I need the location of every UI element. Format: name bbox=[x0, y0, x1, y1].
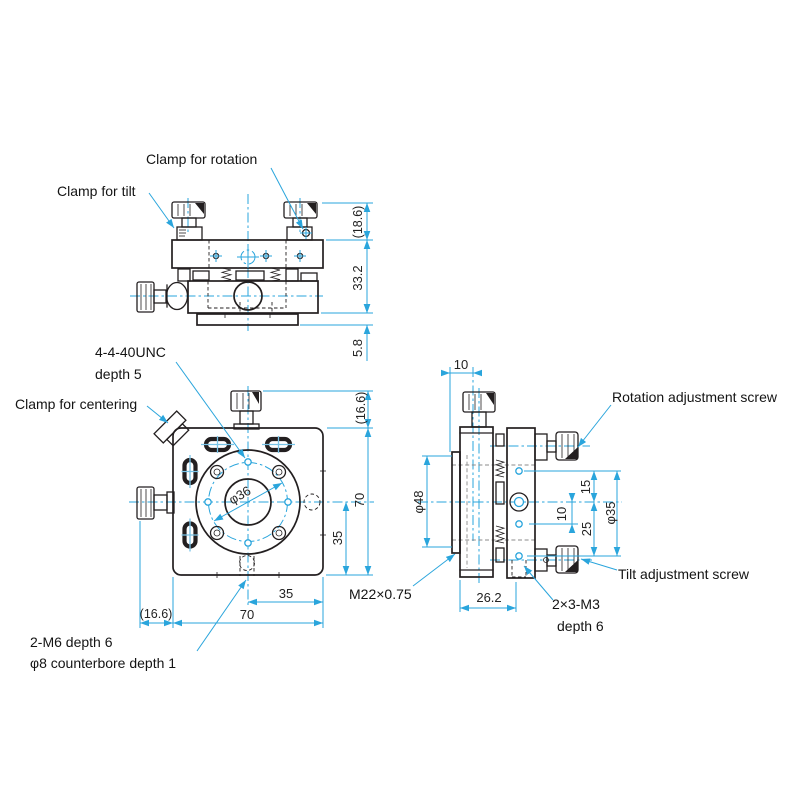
top-view-dimensions: (18.6) 33.2 5.8 bbox=[300, 202, 373, 361]
front-view: φ36 (16.6) 70 35 35 70 (16.6) 4-4-40 bbox=[15, 344, 456, 671]
front-left-knob bbox=[136, 486, 175, 520]
dim-flange-dia: φ48 bbox=[411, 491, 426, 514]
dim-top-offset: (16.6) bbox=[354, 392, 368, 425]
spring-linkage bbox=[494, 433, 506, 563]
dim-half-width: 35 bbox=[279, 586, 293, 601]
front-top-knob bbox=[230, 390, 262, 430]
hidden-holes bbox=[239, 493, 321, 576]
dim-bolt-circle: φ35 bbox=[603, 502, 618, 525]
tilt-adjustment-screw bbox=[534, 545, 579, 574]
leader-clamp-centering bbox=[146, 405, 169, 424]
leader-m3 bbox=[523, 565, 554, 601]
front-view-centerlines bbox=[129, 386, 374, 607]
dim-left-offset: (16.6) bbox=[140, 607, 173, 621]
rotation-stage-body bbox=[171, 239, 324, 269]
dim-hole-top: 15 bbox=[578, 480, 593, 494]
dim-width: 70 bbox=[240, 607, 254, 622]
dim-height: 70 bbox=[352, 493, 367, 507]
label-tilt-screw: Tilt adjustment screw bbox=[618, 566, 750, 582]
dim-base-height: 5.8 bbox=[350, 339, 365, 357]
side-top-dimension: 10 bbox=[441, 357, 482, 377]
dim-depth: 26.2 bbox=[476, 590, 501, 605]
front-plate bbox=[172, 427, 326, 578]
depth-dimension: 26.2 bbox=[459, 580, 517, 612]
clamp-slots bbox=[181, 436, 295, 552]
front-view-right-dimensions: (16.6) 70 35 bbox=[263, 390, 373, 576]
base-plate bbox=[196, 313, 299, 326]
label-rotation-screw: Rotation adjustment screw bbox=[612, 389, 778, 405]
label-clamp-rotation: Clamp for rotation bbox=[146, 151, 257, 167]
top-elevation-view: (18.6) 33.2 5.8 Clamp for rotation Clamp… bbox=[57, 151, 373, 361]
leader-m6 bbox=[196, 579, 247, 652]
unc-tapped-holes bbox=[204, 458, 292, 547]
stage-screw-markers bbox=[210, 246, 306, 268]
dim-half-height: 35 bbox=[330, 531, 345, 545]
label-thread: M22×0.75 bbox=[349, 586, 412, 602]
leader-rotation-screw bbox=[577, 404, 612, 448]
dim-hole-bottom: 25 bbox=[579, 522, 594, 536]
centering-knob-side bbox=[136, 281, 189, 313]
dim-hole-mid: 10 bbox=[554, 507, 569, 521]
label-clamp-centering: Clamp for centering bbox=[15, 396, 137, 412]
leader-tilt-screw bbox=[580, 558, 618, 571]
label-m6-line1: 2-M6 depth 6 bbox=[30, 634, 113, 650]
mounting-screws bbox=[209, 464, 287, 541]
dim-body-height: 33.2 bbox=[350, 265, 365, 290]
label-m3-line2: depth 6 bbox=[557, 618, 604, 634]
leader-unc bbox=[175, 361, 246, 459]
label-m6-line2: φ8 counterbore depth 1 bbox=[30, 655, 176, 671]
label-unc-line2: depth 5 bbox=[95, 366, 142, 382]
dim-flange-offset: 10 bbox=[454, 357, 468, 372]
leader-clamp-tilt bbox=[148, 192, 175, 229]
tilt-body bbox=[187, 280, 319, 314]
dim-knob-height: (18.6) bbox=[351, 206, 365, 239]
top-view-centerlines bbox=[130, 194, 323, 331]
label-m3-line1: 2×3-M3 bbox=[552, 596, 600, 612]
side-view: 10 φ48 15 10 25 φ35 bbox=[411, 357, 778, 634]
side-top-knob bbox=[462, 391, 496, 428]
label-unc-line1: 4-4-40UNC bbox=[95, 344, 166, 360]
leader-clamp-rotation bbox=[270, 167, 304, 230]
clamp-rotation-knob bbox=[283, 201, 318, 241]
leader-thread bbox=[412, 553, 456, 587]
label-clamp-tilt: Clamp for tilt bbox=[57, 183, 136, 199]
flange-dimension: φ48 bbox=[411, 455, 452, 548]
front-view-bottom-dimensions: 35 70 (16.6) bbox=[139, 521, 324, 628]
side-right-dimensions: 15 10 25 φ35 bbox=[524, 470, 621, 557]
side-back-plate bbox=[506, 427, 536, 579]
